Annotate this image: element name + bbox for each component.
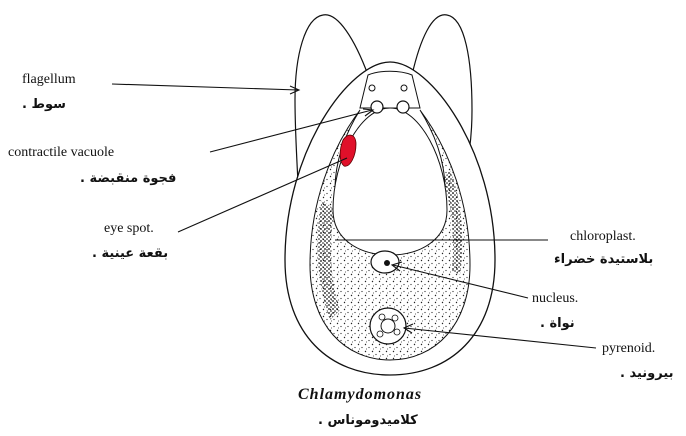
label-chloroplast: chloroplast. [570, 230, 636, 244]
pyrenoid-core [381, 319, 395, 333]
label-eye-spot-ar: بقعة عينية . [92, 247, 168, 260]
basal-body-2 [401, 85, 407, 91]
diagram-title: Chlamydomonas [298, 387, 422, 403]
pyrenoid-granule [377, 331, 383, 337]
label-pyrenoid-ar: بيرونيد . [620, 367, 674, 380]
label-eye-spot: eye spot. [104, 222, 154, 236]
contractile-vacuole-2 [397, 101, 409, 113]
diagram-title-ar: كلاميدوموناس . [318, 414, 418, 427]
label-chloroplast-ar: بلاستيدة خضراء [554, 253, 653, 266]
label-nucleus-ar: نواة . [540, 317, 575, 330]
label-pyrenoid: pyrenoid. [602, 342, 655, 356]
label-nucleus: nucleus. [532, 292, 578, 306]
contractile-vacuole-1 [371, 101, 383, 113]
pyrenoid-granule [392, 315, 398, 321]
pyrenoid-granule [379, 314, 385, 320]
label-contractile-vacuole-ar: فجوة منقبضة . [80, 172, 176, 185]
pyrenoid-granule [394, 329, 400, 335]
label-contractile-vacuole: contractile vacuole [8, 146, 114, 160]
label-flagellum-ar: سوط . [22, 98, 66, 111]
leader-flagellum [112, 84, 298, 90]
nucleolus [384, 260, 390, 266]
label-flagellum: flagellum [22, 73, 76, 87]
basal-body-1 [369, 85, 375, 91]
